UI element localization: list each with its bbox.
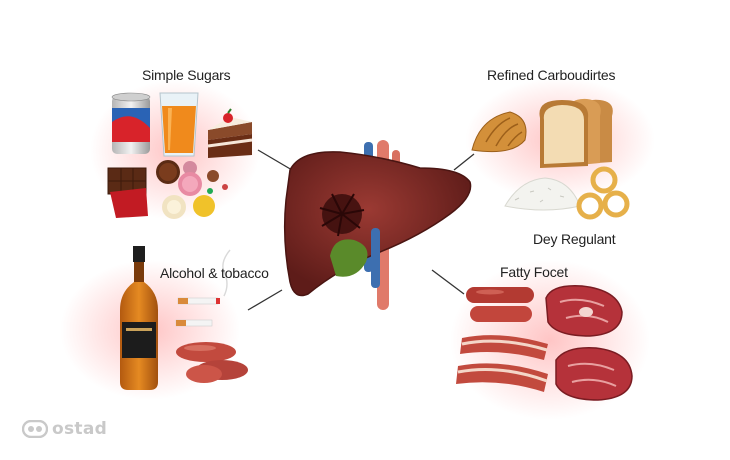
pasta-rings-icon <box>576 166 630 220</box>
chocolate-bar-icon <box>107 167 148 218</box>
liver-illustration <box>283 140 472 310</box>
sausages-icon <box>176 342 248 383</box>
brand-logo: ostad <box>22 417 107 441</box>
croissant-icon <box>471 111 527 153</box>
bacon-strips-icon <box>456 335 548 392</box>
simple-sugars-foods <box>90 80 260 220</box>
dey-regulant-label: Dey Regulant <box>533 231 616 247</box>
fatty-food-items <box>450 260 650 420</box>
cigarette-icon <box>175 249 231 327</box>
candy-icons <box>156 160 228 219</box>
soda-can-icon <box>111 92 151 154</box>
whiskey-bottle-icon <box>120 246 158 390</box>
bread-slices-icon <box>539 98 613 168</box>
liver-damage-icon <box>319 193 365 237</box>
alcohol-tobacco-label: Alcohol & tobacco <box>160 265 269 281</box>
steak-icon-2 <box>555 347 633 401</box>
brand-logo-text: ostad <box>52 419 108 439</box>
steak-icon <box>545 285 623 337</box>
juice-glass-icon <box>159 92 199 157</box>
refined-carbs-foods <box>465 78 655 220</box>
logo-mark-icon <box>22 420 48 438</box>
refined-carbs-label: Refined Carboudirtes <box>487 67 616 83</box>
alcohol-tobacco-items <box>60 246 248 400</box>
rice-pile-icon <box>504 177 581 211</box>
gallbladder-icon <box>330 239 368 277</box>
simple-sugars-label: Simple Sugars <box>142 67 231 83</box>
cake-slice-icon <box>207 108 253 158</box>
sausage-links-icon <box>466 287 534 322</box>
fatty-food-label: Fatty Focet <box>500 264 568 280</box>
